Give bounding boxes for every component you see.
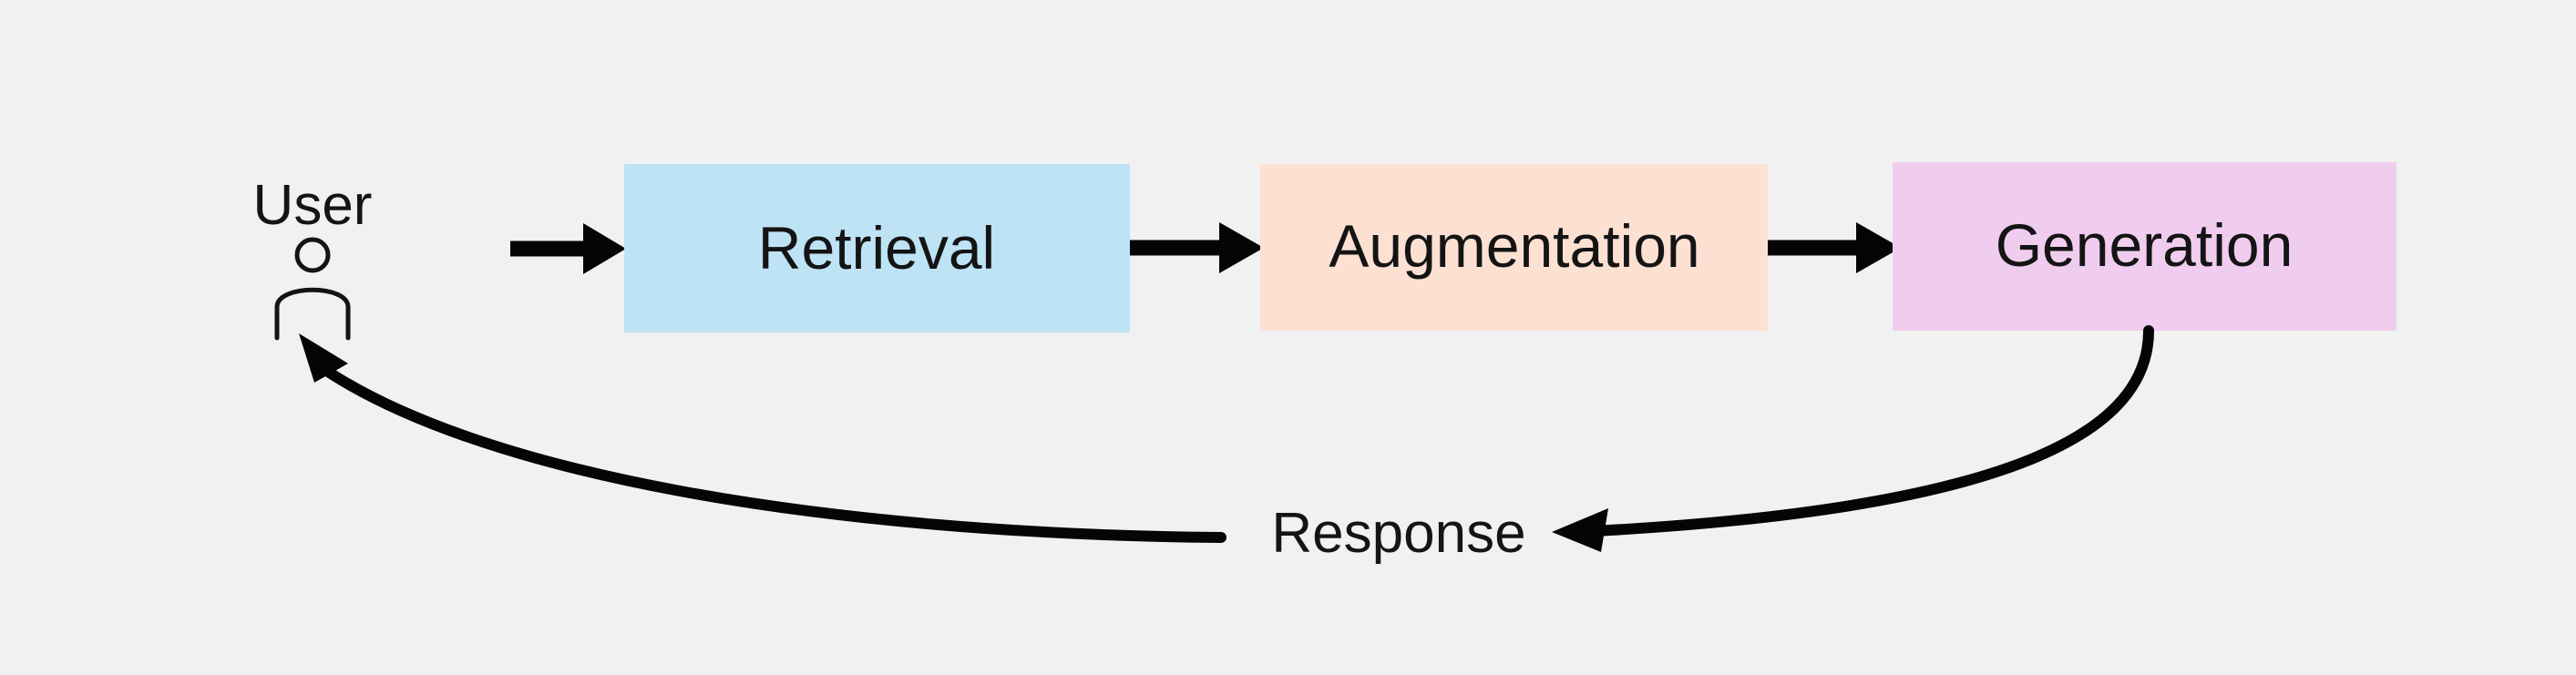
- connector-generation-to-user-right-curve: [1571, 325, 2154, 537]
- actor-user-label: User: [253, 174, 373, 237]
- connector-generation-to-user-left-curve: [312, 359, 1226, 543]
- stage-box-augmentation[interactable]: Augmentation: [1260, 164, 1768, 331]
- person-icon: [274, 237, 351, 341]
- connector-augmentation-to-generation: [1768, 222, 1901, 273]
- connector-augmentation-to-generation-arrowhead: [1856, 222, 1901, 273]
- connector-user-to-retrieval-arrowhead: [583, 223, 626, 274]
- connector-generation-to-user-right-arrowhead: [1552, 508, 1608, 552]
- connector-user-to-retrieval: [510, 223, 626, 274]
- stage-box-generation-label: Generation: [1996, 211, 2294, 279]
- connector-generation-to-user-left-arrowhead: [299, 333, 348, 383]
- actor-user[interactable]: User: [253, 174, 373, 341]
- stage-box-retrieval-label: Retrieval: [758, 214, 995, 281]
- stage-box-generation[interactable]: Generation: [1893, 162, 2396, 331]
- stage-box-retrieval[interactable]: Retrieval: [624, 164, 1130, 332]
- stage-box-augmentation-rect: [1260, 164, 1768, 331]
- connector-generation-to-user-label: Response: [1271, 502, 1525, 565]
- connector-generation-to-user: Response: [299, 325, 2154, 565]
- connector-retrieval-to-augmentation-arrowhead: [1219, 222, 1264, 273]
- stage-box-generation-rect: [1893, 162, 2396, 331]
- connector-retrieval-to-augmentation: [1130, 222, 1264, 273]
- stage-box-augmentation-label: Augmentation: [1329, 212, 1699, 280]
- stage-box-retrieval-rect: [624, 164, 1130, 332]
